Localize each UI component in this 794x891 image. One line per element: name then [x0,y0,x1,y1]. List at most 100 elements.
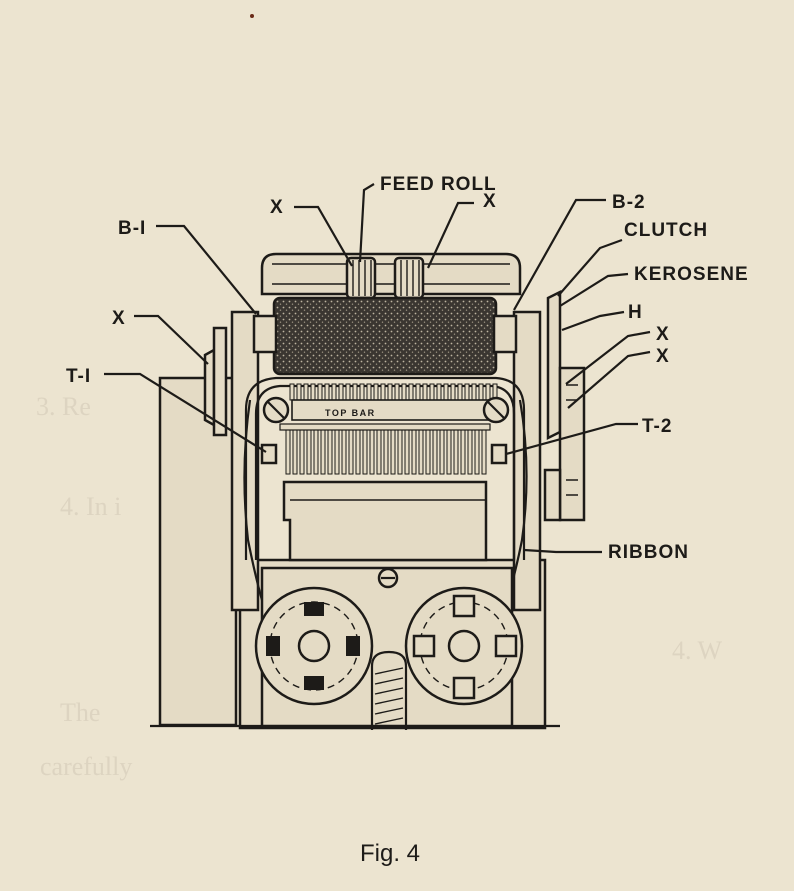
type-segment [460,429,466,475]
label-h: H [628,302,643,323]
type-segment [439,429,445,475]
leader-b1 [156,224,257,315]
label-b2: B-2 [612,192,646,213]
bleed-through-text: 4. W [672,636,723,665]
t2-tab [490,443,508,465]
type-segment [443,383,449,401]
type-segment [306,429,312,475]
bleed-through-text: 3. Re [36,392,91,421]
type-segment [478,383,484,401]
top-bar-screw-left [262,396,290,424]
type-segment [422,383,428,401]
type-segment [296,383,302,401]
type-segment [467,429,473,475]
type-segment [450,383,456,401]
type-segment [320,429,326,475]
type-segment [415,383,421,401]
right-side-block [558,366,586,522]
top-bar [291,399,493,421]
leader-x-feed-left [294,205,353,267]
type-segment [310,383,316,401]
feed-roll-carrier-detail [272,263,510,285]
ink-speck [250,14,254,18]
left-ribbon-spool [254,586,374,706]
type-segment [299,429,305,475]
leader-b2 [513,198,606,311]
label-x-feed-left: X [270,197,284,218]
ink-drum [272,296,498,376]
type-segment [481,429,487,475]
type-segment [404,429,410,475]
type-segment [485,383,491,401]
type-frame-inner [254,384,516,560]
type-segment [429,383,435,401]
type-frame-outer [244,376,526,560]
type-segment [327,429,333,475]
leader-h [561,310,625,332]
type-segment [411,429,417,475]
bleed-through-text: The [60,698,101,727]
type-segment [373,383,379,401]
type-segment [457,383,463,401]
type-segment [331,383,337,401]
right-knob [543,468,562,522]
label-x-left: X [112,308,126,329]
type-segment [436,383,442,401]
leader-kerosene [559,272,629,307]
type-segment [345,383,351,401]
drum-axle-left [252,314,278,354]
leader-feed-roll [358,183,375,263]
type-segment [366,383,372,401]
label-x-right-1: X [656,324,670,345]
top-type-segments [289,383,498,401]
leader-x-right-2 [567,350,651,409]
label-t2: T-2 [642,416,672,437]
leader-x-right-1 [565,330,651,385]
label-x-right-2: X [656,346,670,367]
type-segment [313,429,319,475]
type-segment [334,429,340,475]
type-segment [380,383,386,401]
label-ribbon: RIBBON [608,542,689,563]
right-block-detail [566,384,578,496]
type-segment [383,429,389,475]
bleed-through-text: 4. In i [60,492,122,521]
type-bar-rail [279,423,491,431]
type-segment [471,383,477,401]
drum-axle-right [492,314,518,354]
type-segment [394,383,400,401]
type-segment [418,429,424,475]
leader-ribbon [523,548,602,554]
type-segment [362,429,368,475]
type-segment [376,429,382,475]
lower-type-segments [285,429,487,475]
type-segment [401,383,407,401]
type-segment [324,383,330,401]
type-segment [464,383,470,401]
top-bar-label: TOP BAR [325,408,376,418]
type-segment [338,383,344,401]
figure-caption: Fig. 4 [360,840,421,867]
type-segment [425,429,431,475]
top-bar-screw-right [482,396,510,424]
leader-t2 [505,422,638,456]
type-segment [317,383,323,401]
leader-x-left [134,314,209,365]
type-segment [348,429,354,475]
type-segment [359,383,365,401]
type-segment [432,429,438,475]
type-segment [292,429,298,475]
right-ribbon-spool [404,586,524,706]
type-segment [474,429,480,475]
t1-tab [260,443,278,465]
left-gear-plate [212,326,228,437]
type-segment [387,383,393,401]
type-segment [355,429,361,475]
type-segment [289,383,295,401]
feed-roll-carrier [260,252,522,296]
type-segment [453,429,459,475]
label-x-feed-right: X [483,191,497,212]
type-segment [390,429,396,475]
